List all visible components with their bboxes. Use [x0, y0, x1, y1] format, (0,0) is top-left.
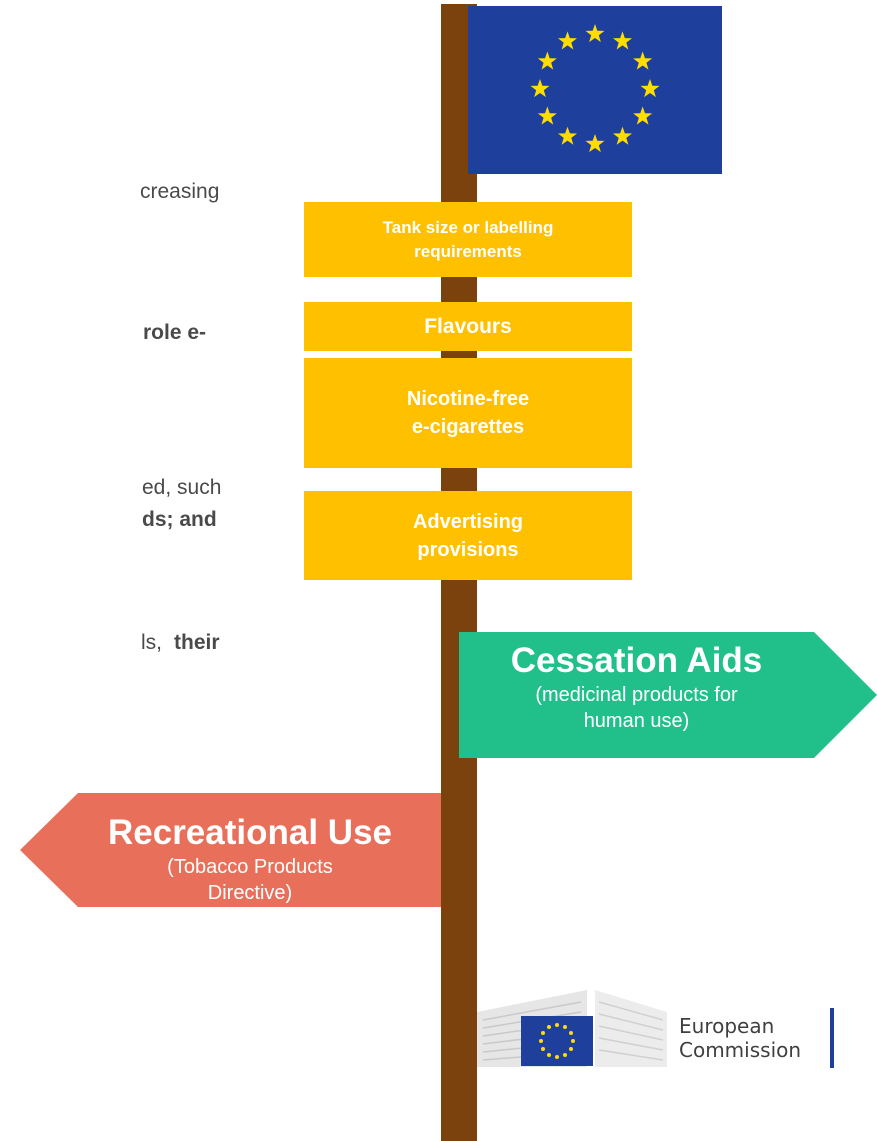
box-advertising-line1: Advertising — [412, 510, 524, 533]
cessation-aids-subtitle-2: human use) — [583, 710, 690, 732]
cessation-aids-label: Cessation Aids (medicinal products for h… — [459, 640, 814, 734]
box-tank-size-line1: Tank size or labelling — [382, 217, 554, 237]
recreational-use-label: Recreational Use (Tobacco Products Direc… — [75, 812, 425, 906]
cessation-aids-title: Cessation Aids — [510, 641, 763, 680]
body-text-fragment-6: their — [174, 631, 220, 654]
logo-line-2: Commission — [679, 1038, 802, 1062]
box-tank-size: Tank size or labelling requirements — [304, 202, 632, 277]
recreational-use-subtitle-2: Directive) — [207, 882, 293, 904]
box-advertising: Advertising provisions — [304, 491, 632, 580]
body-text-fragment-4: ds; and — [142, 508, 217, 531]
box-nicotine-free-line1: Nicotine-free — [406, 388, 530, 410]
box-tank-size-line2: requirements — [414, 241, 522, 261]
european-commission-building-icon — [477, 990, 667, 1067]
body-text-fragment-2: role e- — [143, 321, 207, 344]
box-advertising-line2: provisions — [417, 538, 519, 561]
logo-divider — [830, 1008, 834, 1068]
box-flavours: Flavours — [304, 302, 632, 351]
body-text-fragment-3: ed, such — [142, 476, 222, 499]
recreational-use-subtitle-1: (Tobacco Products — [167, 856, 333, 878]
cessation-aids-subtitle-1: (medicinal products for — [535, 684, 738, 706]
box-nicotine-free: Nicotine-free e-cigarettes — [304, 358, 632, 468]
recreational-use-title: Recreational Use — [107, 813, 393, 852]
cessation-aids-arrow — [459, 632, 877, 758]
body-text-fragment-1: creasing — [140, 180, 220, 203]
european-commission-logo-text: European Commission — [679, 1014, 801, 1062]
body-text-fragment-5: ls, — [141, 631, 162, 654]
box-flavours-line1: Flavours — [424, 314, 512, 338]
logo-line-1: European — [679, 1014, 775, 1038]
box-nicotine-free-line2: e-cigarettes — [411, 416, 525, 438]
eu-stars-icon — [530, 24, 660, 153]
eu-flag — [468, 6, 722, 174]
recreational-use-arrow — [20, 793, 441, 907]
